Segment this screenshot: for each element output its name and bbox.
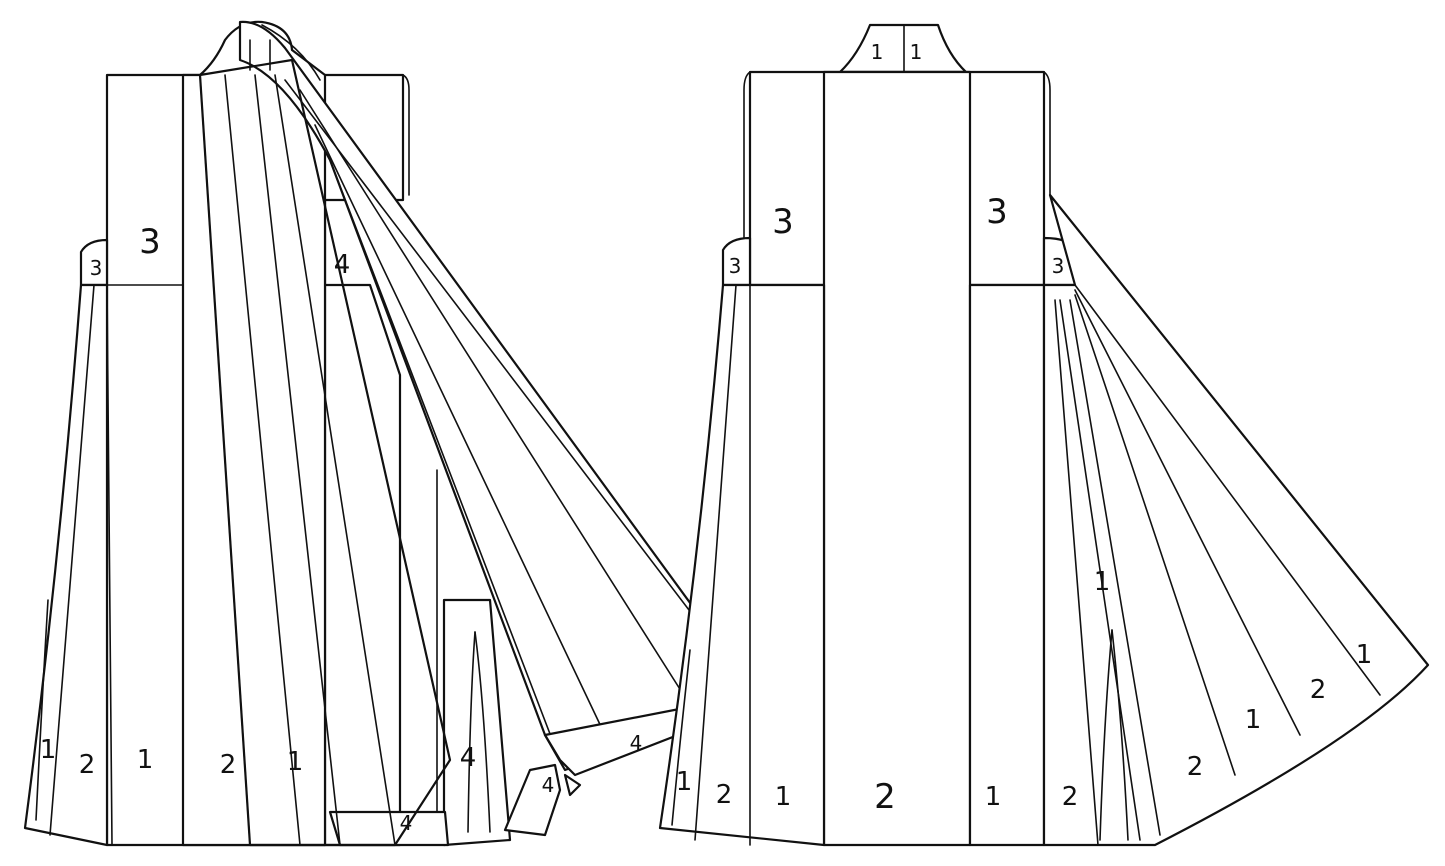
label-4: 4	[542, 773, 555, 797]
front-fan-tip	[563, 773, 582, 797]
back-center-panel	[822, 70, 972, 847]
front-view: 3 3 4 1 2 1 2 1 4 4 4 4 4	[23, 20, 757, 847]
front-diagonal-pleats	[198, 58, 452, 847]
label-4: 4	[400, 811, 413, 835]
back-left-skirt	[658, 283, 826, 847]
label-3: 3	[1052, 254, 1065, 278]
label-3: 3	[772, 202, 794, 242]
back-left-cuff	[721, 236, 752, 287]
back-view: 1 1 3 3 3 3 1 2 1 2 1 2 1 2 1 2 1	[658, 23, 1430, 847]
front-fan-lower-end	[503, 763, 562, 837]
label-3: 3	[986, 192, 1008, 232]
label-1: 1	[1094, 567, 1111, 597]
front-left-sleeve-stub	[79, 238, 109, 287]
label-3: 3	[729, 254, 742, 278]
label-4: 4	[334, 250, 351, 280]
label-4: 4	[460, 743, 477, 773]
label-2: 2	[1062, 782, 1079, 812]
label-1: 1	[287, 747, 304, 777]
label-2: 2	[1310, 675, 1327, 705]
label-1: 1	[985, 782, 1002, 812]
back-right-fan	[1042, 193, 1430, 847]
front-left-skirt	[23, 283, 109, 847]
label-2: 2	[79, 750, 96, 780]
label-3: 3	[90, 256, 103, 280]
label-1: 1	[871, 40, 884, 64]
label-1: 1	[1356, 640, 1373, 670]
label-1: 1	[137, 745, 154, 775]
label-2: 2	[716, 780, 733, 810]
label-3: 3	[139, 222, 161, 262]
label-1: 1	[40, 735, 57, 765]
label-1: 1	[676, 767, 693, 797]
label-1: 1	[910, 40, 923, 64]
label-2: 2	[874, 777, 896, 817]
label-1: 1	[1245, 705, 1262, 735]
label-4: 4	[630, 731, 643, 755]
back-collar	[838, 23, 968, 74]
label-2: 2	[1187, 752, 1204, 782]
front-hem-band	[328, 810, 450, 847]
label-2: 2	[220, 750, 237, 780]
label-1: 1	[775, 782, 792, 812]
back-right-skirt	[968, 283, 1046, 847]
front-pleat-block	[442, 598, 512, 847]
